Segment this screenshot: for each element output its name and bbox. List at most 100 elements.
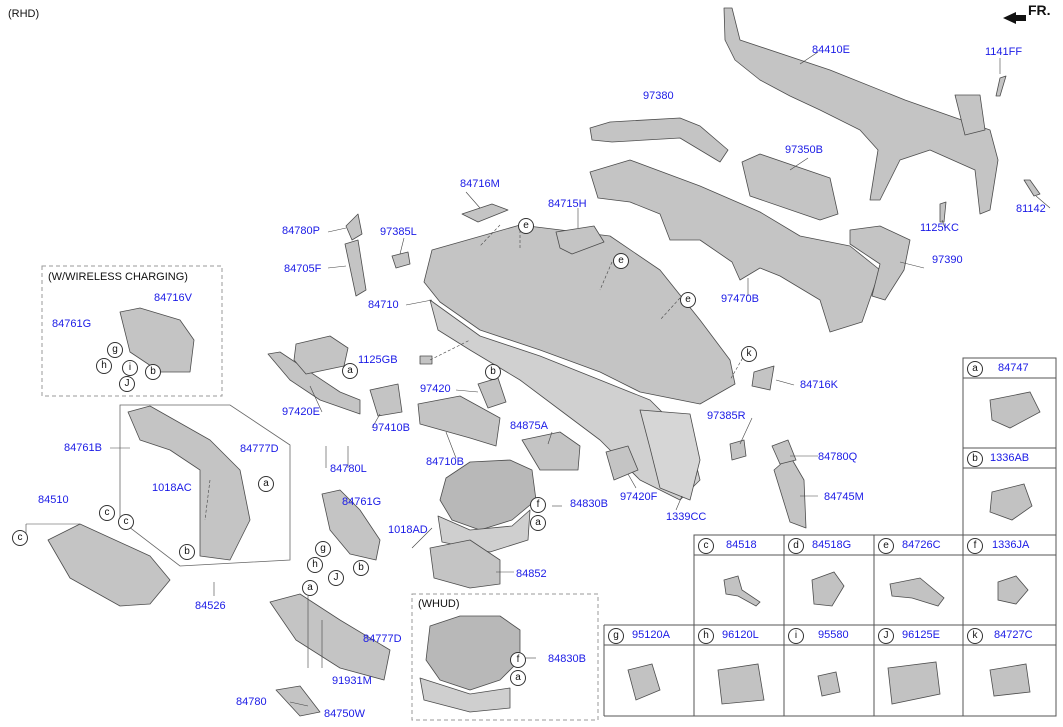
bolt-part: [995, 75, 1007, 97]
legend-part[interactable]: 84518: [726, 539, 757, 551]
part-label[interactable]: 97390: [932, 254, 963, 266]
ref-marker-b: b: [353, 560, 369, 576]
part-label[interactable]: 97380: [643, 90, 674, 102]
part-label[interactable]: 1018AD: [388, 524, 428, 536]
ref-marker-b: b: [485, 364, 501, 380]
part-label[interactable]: 84716M: [460, 178, 500, 190]
ref-marker-j: J: [119, 376, 135, 392]
part-label[interactable]: 84710B: [426, 456, 464, 468]
knee-bracket-part: [321, 489, 381, 561]
cluster-surround-part: [439, 459, 537, 531]
part-label[interactable]: 84526: [195, 600, 226, 612]
ref-marker-a: a: [342, 363, 358, 379]
fastener-84518-part: [723, 575, 761, 607]
part-label[interactable]: 84780L: [330, 463, 367, 475]
heater-unit-part: [741, 153, 839, 221]
part-label[interactable]: 1125KC: [920, 222, 959, 234]
ref-marker-f: f: [510, 652, 526, 668]
part-label[interactable]: 84777D: [363, 633, 402, 645]
wireless-charging-box: [41, 265, 223, 397]
legend-letter: d: [788, 538, 804, 554]
part-label[interactable]: 91931M: [332, 675, 372, 687]
part-label[interactable]: 84716V: [154, 292, 192, 304]
part-label[interactable]: 84705F: [284, 263, 322, 275]
ref-marker-b: b: [145, 364, 161, 380]
part-label[interactable]: 1141FF: [985, 46, 1023, 58]
part-label[interactable]: 84745M: [824, 491, 864, 503]
legend-part[interactable]: 95580: [818, 629, 849, 641]
ref-marker-e: e: [613, 253, 629, 269]
legend-letter: h: [698, 628, 714, 644]
right-vent-part: [605, 445, 639, 481]
part-label[interactable]: 97420: [420, 383, 451, 395]
glove-box-part: [47, 523, 171, 607]
whud-surround-part: [425, 615, 521, 691]
part-label[interactable]: 84716K: [800, 379, 838, 391]
switch-95580-part: [817, 671, 841, 697]
cowl-cross-bar-part: [723, 7, 999, 215]
whud-title: (WHUD): [418, 598, 460, 610]
part-label[interactable]: 84830B: [570, 498, 608, 510]
cowl-bracket-part: [954, 94, 986, 136]
part-label[interactable]: 84710: [368, 299, 399, 311]
right-frame-part: [639, 409, 701, 501]
part-label[interactable]: 84510: [38, 494, 69, 506]
legend-part[interactable]: 84727C: [994, 629, 1033, 641]
part-label[interactable]: 97350B: [785, 144, 823, 156]
legend-letter: g: [608, 628, 624, 644]
part-label[interactable]: 84780: [236, 696, 267, 708]
part-label[interactable]: 84780Q: [818, 451, 858, 463]
clip-84727c-part: [989, 663, 1031, 697]
part-label[interactable]: 84761G: [342, 496, 382, 508]
part-label[interactable]: 97420F: [620, 491, 658, 503]
clip-1336ab-part: [989, 483, 1033, 521]
lower-trim-part: [417, 395, 501, 447]
legend-part[interactable]: 96125E: [902, 629, 940, 641]
part-label[interactable]: 84715H: [548, 198, 587, 210]
bolt-part-4: [419, 355, 433, 365]
clip-84726c-part: [889, 577, 945, 607]
part-label[interactable]: 97385R: [707, 410, 746, 422]
part-label[interactable]: 84777D: [240, 443, 279, 455]
part-label[interactable]: 97385L: [380, 226, 417, 238]
center-bracket-part: [521, 431, 581, 471]
part-label[interactable]: 84852: [516, 568, 547, 580]
part-label[interactable]: 97470B: [721, 293, 759, 305]
legend-letter: f: [967, 538, 983, 554]
part-label[interactable]: 1339CC: [666, 511, 707, 523]
ref-marker-c: c: [99, 505, 115, 521]
part-label[interactable]: 84830B: [548, 653, 586, 665]
part-label[interactable]: 84761B: [64, 442, 102, 454]
legend-part[interactable]: 96120L: [722, 629, 759, 641]
legend-part[interactable]: 84518G: [812, 539, 852, 551]
side-trim-panel-part: [773, 455, 807, 529]
legend-letter: k: [967, 628, 983, 644]
side-grille-part: [751, 365, 775, 391]
legend-part[interactable]: 84726C: [902, 539, 941, 551]
part-label[interactable]: 84875A: [510, 420, 548, 432]
legend-part[interactable]: 1336AB: [990, 452, 1030, 464]
part-label[interactable]: 84780P: [282, 225, 320, 237]
defrost-grille-r-part: [729, 439, 747, 461]
speaker-grille-part: [461, 203, 509, 223]
legend-part[interactable]: 1336JA: [992, 539, 1030, 551]
side-vent-part: [477, 377, 507, 409]
part-label[interactable]: 84761G: [52, 318, 92, 330]
part-label[interactable]: 97420E: [282, 406, 320, 418]
ref-marker-g: g: [315, 541, 331, 557]
defrost-grille-part: [391, 251, 411, 269]
part-label[interactable]: 81142: [1016, 203, 1046, 215]
ref-marker-e: e: [680, 292, 696, 308]
part-label[interactable]: 1018AC: [152, 482, 192, 494]
legend-part[interactable]: 84747: [998, 362, 1029, 374]
part-label[interactable]: 84410E: [812, 44, 850, 56]
crash-pad-part: [423, 224, 736, 405]
legend-part[interactable]: 95120A: [632, 629, 670, 641]
top-cover-part: [555, 225, 605, 255]
part-label[interactable]: 84750W: [324, 708, 365, 720]
wireless-charging-title: (W/WIRELESS CHARGING): [48, 271, 188, 283]
ref-marker-g: g: [107, 342, 123, 358]
part-label[interactable]: 97410B: [372, 422, 410, 434]
part-label[interactable]: 1125GB: [358, 354, 398, 366]
